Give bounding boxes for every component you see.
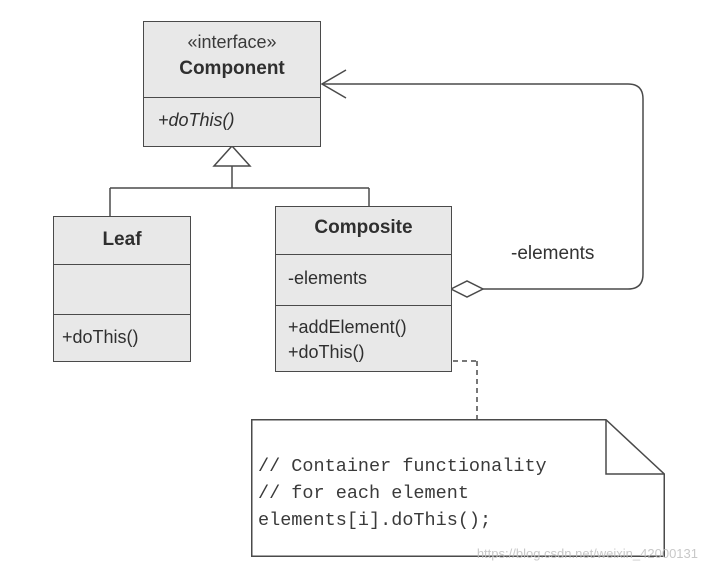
note-line-3: elements[i].doThis(); [258,510,492,531]
note-line-2: // for each element [258,483,469,504]
aggregation-diamond-icon [449,280,485,298]
note-folded-corner-icon [605,419,665,475]
leaf-attributes-compartment [54,264,190,314]
composite-operation-do-this: +doThis() [288,342,365,362]
association-label: -elements [511,243,595,264]
note-shape [251,419,665,557]
leaf-class-box: Leaf +doThis() [53,216,191,362]
aggregation-association-line [322,83,644,290]
leaf-class-name: Leaf [102,229,142,250]
open-arrowhead-icon [320,69,347,99]
component-stereotype: «interface» [187,32,277,52]
note-outline [251,419,665,557]
composite-class-box: Composite -elements +addElement() +doThi… [275,206,452,372]
composite-attributes-compartment: -elements [276,254,451,305]
code-note: // Container functionality // for each e… [251,419,665,557]
leaf-operation: +doThis() [62,327,139,347]
component-operations-compartment: +doThis() [144,97,320,146]
watermark-text: https://blog.csdn.net/weixin_42000131 [476,546,698,561]
composite-operation-add-element: +addElement() [288,317,407,337]
note-text-clip: // Container functionality // for each e… [251,419,601,557]
leaf-operations-compartment: +doThis() [54,314,190,361]
generalization-triangle-icon [212,144,252,167]
composite-attribute: -elements [288,268,368,288]
component-class-name: Component [179,58,285,79]
component-class-box: «interface» Component +doThis() [143,21,321,147]
component-operation: +doThis() [158,110,235,130]
note-line-1: // Container functionality [258,456,547,477]
composite-operations-compartment: +addElement() +doThis() [276,305,451,371]
composite-class-name: Composite [314,217,413,238]
composite-name-compartment: Composite [276,207,451,254]
component-name-compartment: «interface» Component [144,22,320,97]
leaf-name-compartment: Leaf [54,217,190,264]
